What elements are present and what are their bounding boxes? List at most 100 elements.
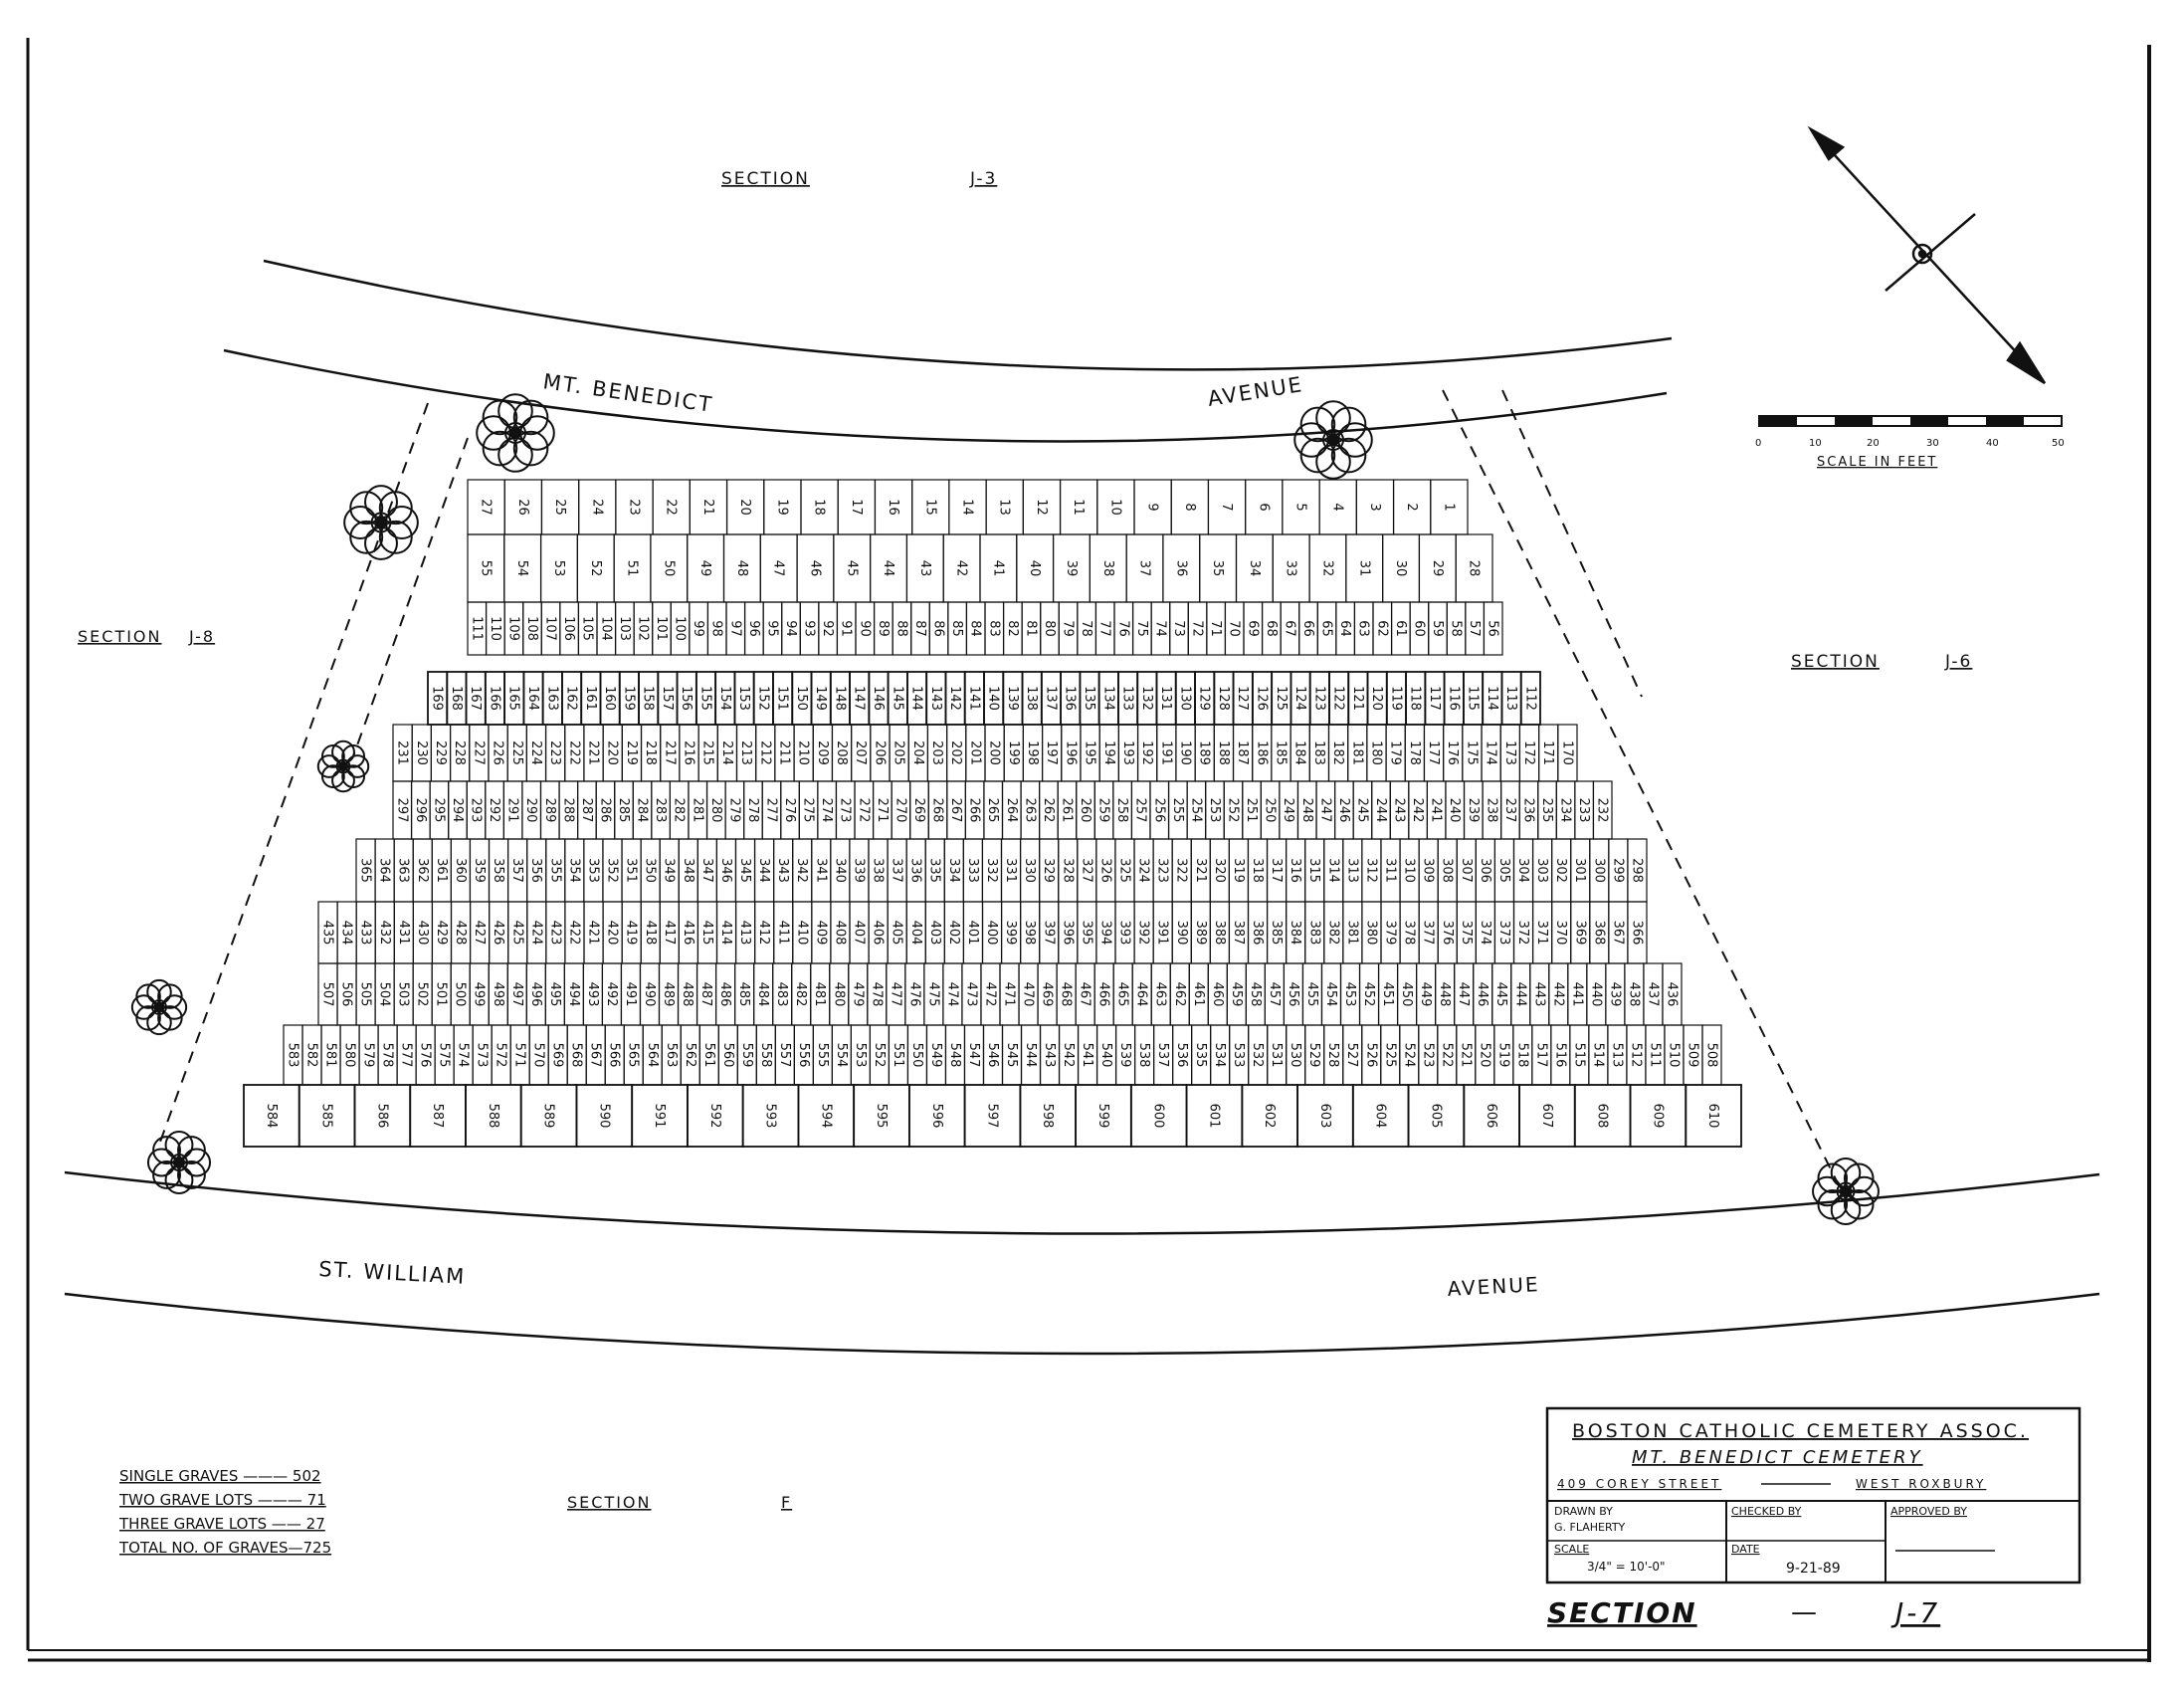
grave-number-14: 14 — [960, 499, 975, 516]
grave-number-565: 565 — [626, 1043, 641, 1068]
grave-number-53: 53 — [551, 560, 566, 577]
grave-number-268: 268 — [930, 798, 945, 823]
grave-number-233: 233 — [1576, 798, 1591, 823]
grave-number-12: 12 — [1034, 499, 1049, 516]
grave-number-310: 310 — [1402, 858, 1417, 883]
grave-number-453: 453 — [1342, 982, 1357, 1007]
grave-number-421: 421 — [586, 921, 601, 946]
grave-number-140: 140 — [986, 686, 1001, 711]
grave-plot-610[interactable] — [1685, 1084, 1742, 1148]
grave-number-33: 33 — [1284, 560, 1298, 577]
scale-tick-20: 20 — [1867, 438, 1880, 449]
grave-number-63: 63 — [1356, 620, 1371, 637]
grave-number-37: 37 — [1137, 560, 1152, 577]
grave-plot-56[interactable] — [1483, 601, 1503, 656]
grave-number-541: 541 — [1080, 1043, 1094, 1068]
grave-number-555: 555 — [815, 1043, 830, 1068]
grave-number-271: 271 — [875, 798, 890, 823]
grave-number-568: 568 — [569, 1043, 584, 1068]
grave-number-19: 19 — [774, 499, 789, 516]
grave-number-330: 330 — [1022, 858, 1037, 883]
grave-number-381: 381 — [1344, 921, 1359, 946]
grave-number-387: 387 — [1231, 921, 1246, 946]
grave-number-90: 90 — [857, 620, 872, 637]
grave-number-121: 121 — [1350, 686, 1365, 711]
grave-number-264: 264 — [1004, 798, 1019, 823]
grave-number-415: 415 — [699, 921, 714, 946]
grave-number-599: 599 — [1095, 1104, 1110, 1129]
grave-count-legend: SINGLE GRAVES ——— 502 TWO GRAVE LOTS ———… — [118, 1467, 331, 1557]
grave-number-76: 76 — [1115, 620, 1130, 637]
grave-number-208: 208 — [834, 740, 849, 765]
grave-number-110: 110 — [488, 616, 502, 641]
grave-number-501: 501 — [434, 982, 449, 1007]
grave-number-493: 493 — [585, 982, 600, 1007]
grave-number-109: 109 — [505, 616, 520, 641]
grave-number-216: 216 — [682, 740, 696, 765]
grave-number-396: 396 — [1060, 921, 1075, 946]
grave-number-114: 114 — [1485, 686, 1499, 711]
grave-number-221: 221 — [586, 740, 601, 765]
grave-number-176: 176 — [1445, 740, 1460, 765]
grave-number-212: 212 — [757, 740, 772, 765]
grave-number-583: 583 — [286, 1043, 300, 1068]
grave-number-536: 536 — [1174, 1043, 1189, 1068]
grave-number-562: 562 — [683, 1043, 697, 1068]
grave-number-147: 147 — [852, 686, 867, 711]
grave-number-603: 603 — [1317, 1104, 1332, 1129]
grave-number-352: 352 — [604, 858, 619, 883]
grave-number-269: 269 — [911, 798, 926, 823]
grave-number-181: 181 — [1349, 740, 1364, 765]
grave-number-292: 292 — [487, 798, 501, 823]
grave-number-299: 299 — [1610, 858, 1625, 883]
grave-number-297: 297 — [394, 798, 409, 823]
grave-number-280: 280 — [708, 798, 723, 823]
grave-number-388: 388 — [1212, 921, 1227, 946]
tree-icon — [1812, 1158, 1880, 1225]
tree-icon — [343, 485, 419, 560]
grave-number-414: 414 — [718, 921, 733, 946]
grave-number-412: 412 — [756, 921, 771, 946]
grave-number-432: 432 — [377, 921, 392, 946]
grave-number-203: 203 — [929, 740, 944, 765]
grave-number-304: 304 — [1515, 858, 1530, 883]
grave-number-136: 136 — [1063, 686, 1078, 711]
grave-number-433: 433 — [358, 921, 373, 946]
approved-by-label: APPROVED BY — [1890, 1505, 1967, 1518]
grave-number-112: 112 — [1522, 686, 1537, 711]
grave-number-455: 455 — [1304, 982, 1319, 1007]
section-title-word: SECTION — [1547, 1596, 1697, 1629]
grave-number-332: 332 — [984, 858, 999, 883]
grave-number-392: 392 — [1136, 921, 1151, 946]
grave-number-345: 345 — [737, 858, 752, 883]
grave-number-118: 118 — [1408, 686, 1423, 711]
grave-number-48: 48 — [734, 560, 749, 577]
grave-number-20: 20 — [737, 499, 752, 516]
grave-number-362: 362 — [415, 858, 430, 883]
grave-number-605: 605 — [1428, 1104, 1443, 1129]
grave-number-209: 209 — [815, 740, 830, 765]
grave-number-499: 499 — [472, 982, 487, 1007]
grave-number-389: 389 — [1193, 921, 1208, 946]
grave-number-21: 21 — [700, 499, 715, 516]
grave-number-554: 554 — [834, 1043, 849, 1068]
grave-number-195: 195 — [1083, 740, 1097, 765]
grave-number-92: 92 — [820, 620, 835, 637]
grave-number-160: 160 — [602, 686, 617, 711]
grave-number-445: 445 — [1493, 982, 1508, 1007]
grave-number-66: 66 — [1300, 620, 1315, 637]
grave-number-538: 538 — [1136, 1043, 1151, 1068]
grave-number-149: 149 — [813, 686, 828, 711]
grave-number-55: 55 — [478, 560, 493, 577]
grave-number-313: 313 — [1344, 858, 1359, 883]
grave-number-96: 96 — [746, 620, 761, 637]
grave-number-400: 400 — [984, 921, 999, 946]
grave-number-196: 196 — [1063, 740, 1078, 765]
grave-number-41: 41 — [990, 560, 1005, 577]
grave-number-320: 320 — [1212, 858, 1227, 883]
grave-number-222: 222 — [566, 740, 581, 765]
grave-number-218: 218 — [643, 740, 658, 765]
grave-number-380: 380 — [1363, 921, 1378, 946]
grave-number-383: 383 — [1306, 921, 1321, 946]
